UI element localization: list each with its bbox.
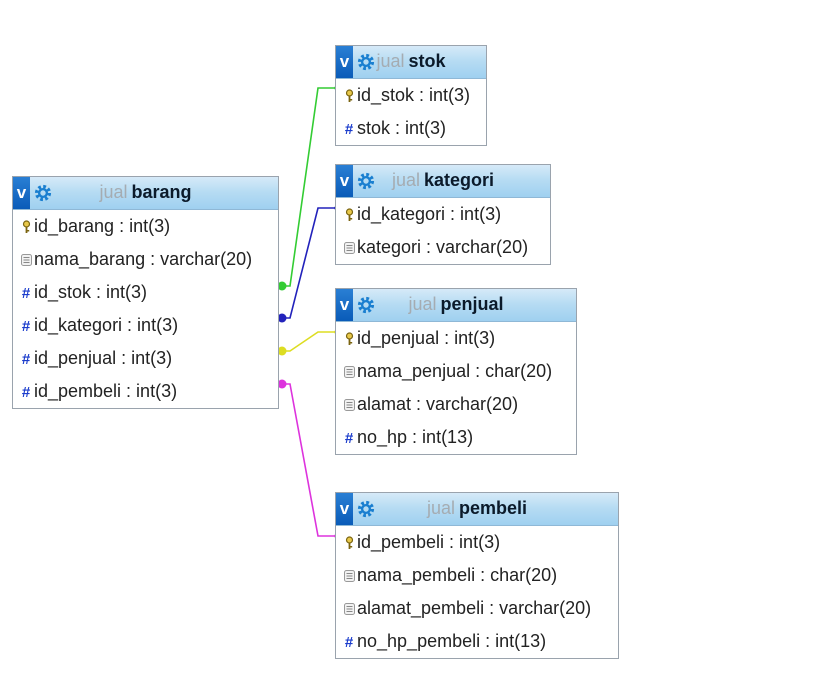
relation-line (279, 87, 336, 287)
column-label: alamat_pembeli : varchar(20) (357, 598, 592, 618)
column-label: id_kategori : int(3) (34, 315, 179, 335)
column-row[interactable]: kategori : varchar(20) (336, 231, 550, 264)
key-icon (342, 89, 356, 103)
column-label: stok : int(3) (357, 118, 447, 138)
column-row[interactable]: #id_pembeli : int(3) (13, 375, 278, 408)
toggle-columns-button[interactable]: v (336, 165, 353, 197)
column-row[interactable]: #no_hp_pembeli : int(13) (336, 625, 618, 658)
text-icon (19, 254, 33, 267)
relation-line (279, 383, 336, 537)
column-label: id_barang : int(3) (34, 216, 171, 236)
text-icon (342, 603, 356, 616)
key-icon (342, 332, 356, 346)
column-row[interactable]: nama_penjual : char(20) (336, 355, 576, 388)
column-row[interactable]: nama_pembeli : char(20) (336, 559, 618, 592)
column-label: nama_pembeli : char(20) (357, 565, 558, 585)
hash-icon: # (344, 120, 354, 138)
toggle-columns-button[interactable]: v (336, 493, 353, 525)
gear-icon[interactable] (34, 184, 52, 202)
text-icon (342, 399, 356, 412)
gear-icon[interactable] (357, 500, 375, 518)
column-row[interactable]: id_barang : int(3) (13, 210, 278, 243)
column-label: alamat : varchar(20) (357, 394, 519, 414)
column-row[interactable]: #id_penjual : int(3) (13, 342, 278, 375)
column-row[interactable]: nama_barang : varchar(20) (13, 243, 278, 276)
gear-icon[interactable] (357, 172, 375, 190)
text-icon (342, 366, 356, 379)
column-label: id_kategori : int(3) (357, 204, 502, 224)
column-label: kategori : varchar(20) (357, 237, 529, 257)
hash-icon: # (21, 284, 31, 302)
toggle-columns-button[interactable]: v (336, 289, 353, 321)
column-label: id_penjual : int(3) (357, 328, 496, 348)
column-row[interactable]: alamat_pembeli : varchar(20) (336, 592, 618, 625)
column-row[interactable]: alamat : varchar(20) (336, 388, 576, 421)
column-label: id_pembeli : int(3) (357, 532, 501, 552)
column-label: nama_penjual : char(20) (357, 361, 553, 381)
column-row[interactable]: id_penjual : int(3) (336, 322, 576, 355)
hash-icon: # (344, 633, 354, 651)
toggle-columns-button[interactable]: v (13, 177, 30, 209)
toggle-columns-button[interactable]: v (336, 46, 353, 78)
column-row[interactable]: id_pembeli : int(3) (336, 526, 618, 559)
column-row[interactable]: #stok : int(3) (336, 112, 486, 145)
relation-line (279, 331, 336, 352)
column-label: id_stok : int(3) (357, 85, 471, 105)
hash-icon: # (21, 317, 31, 335)
column-label: id_stok : int(3) (34, 282, 148, 302)
hash-icon: # (344, 429, 354, 447)
gear-icon[interactable] (357, 53, 375, 71)
column-row[interactable]: #no_hp : int(13) (336, 421, 576, 454)
hash-icon: # (21, 350, 31, 368)
column-row[interactable]: #id_stok : int(3) (13, 276, 278, 309)
column-row[interactable]: #id_kategori : int(3) (13, 309, 278, 342)
column-label: no_hp_pembeli : int(13) (357, 631, 547, 651)
column-label: no_hp : int(13) (357, 427, 474, 447)
relation-line (279, 207, 336, 319)
column-label: nama_barang : varchar(20) (34, 249, 253, 269)
column-row[interactable]: id_kategori : int(3) (336, 198, 550, 231)
text-icon (342, 570, 356, 583)
key-icon (19, 220, 33, 234)
gear-icon[interactable] (357, 296, 375, 314)
column-label: id_penjual : int(3) (34, 348, 173, 368)
key-icon (342, 208, 356, 222)
column-label: id_pembeli : int(3) (34, 381, 178, 401)
column-row[interactable]: id_stok : int(3) (336, 79, 486, 112)
text-icon (342, 242, 356, 255)
key-icon (342, 536, 356, 550)
hash-icon: # (21, 383, 31, 401)
